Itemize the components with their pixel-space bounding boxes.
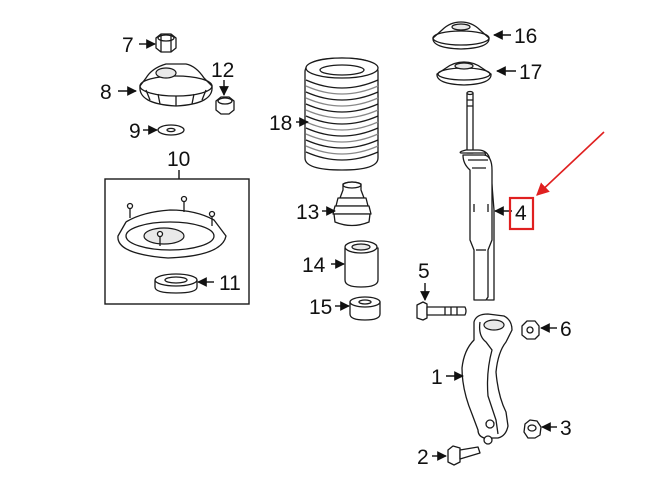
callout-13: 13 (296, 201, 319, 224)
callout-6: 6 (560, 318, 572, 341)
highlight-arrow (536, 131, 605, 196)
callout-2: 2 (417, 446, 429, 469)
part-7-nut (155, 33, 177, 53)
part-14-dust-boot (344, 240, 379, 288)
part-18-coil-spring (304, 57, 379, 171)
callout-18: 18 (269, 112, 292, 135)
callout-5: 5 (418, 260, 430, 283)
part-15-bushing (349, 296, 381, 321)
part-13-bump-stop (332, 181, 372, 227)
part-4-strut (459, 90, 495, 301)
part-9-washer (157, 124, 185, 136)
callout-15: 15 (309, 296, 332, 319)
part-16-strut-mount (432, 21, 490, 50)
part-8-upper-mount (139, 63, 213, 107)
part-17-spring-seat (436, 61, 492, 86)
part-10-box (104, 178, 250, 305)
callout-14: 14 (302, 254, 326, 277)
callout-12: 12 (211, 59, 234, 82)
callout-11: 11 (219, 272, 241, 295)
callout-7: 7 (122, 34, 134, 57)
part-11-insulator (154, 273, 198, 294)
callout-4: 4 (515, 202, 527, 225)
highlight-box (508, 196, 535, 231)
part-6-nut (521, 320, 540, 340)
callout-16: 16 (514, 25, 537, 48)
part-3-nut (523, 419, 542, 439)
part-12-nut (215, 96, 235, 115)
callout-10: 10 (167, 148, 190, 171)
callout-8: 8 (100, 81, 112, 104)
part-10-mount-assembly (117, 195, 227, 259)
callout-17: 17 (519, 61, 542, 84)
part-5-bolt (416, 301, 467, 321)
part-2-bolt (447, 445, 481, 466)
callout-9: 9 (129, 120, 141, 143)
part-1-fork (461, 313, 513, 445)
callout-1: 1 (431, 366, 443, 389)
callout-3: 3 (560, 417, 572, 440)
